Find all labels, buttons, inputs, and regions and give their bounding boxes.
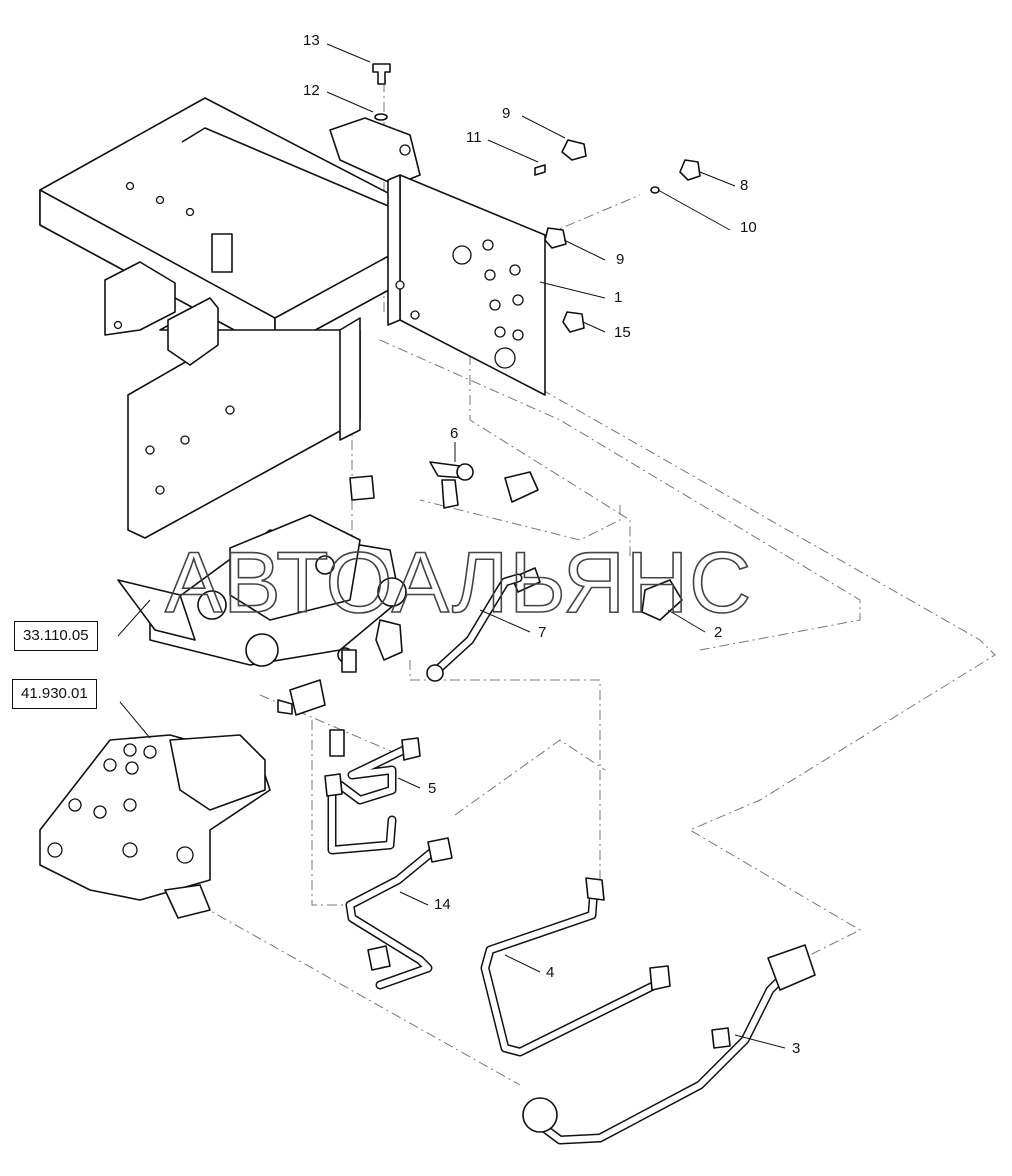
callout-11: 11 bbox=[466, 129, 482, 146]
callout-13: 13 bbox=[303, 32, 320, 49]
watermark-text: АВТОАЛЬЯНС bbox=[165, 535, 752, 631]
callout-10: 10 bbox=[740, 219, 757, 236]
callout-9-top: 9 bbox=[502, 105, 510, 122]
callout-3: 3 bbox=[792, 1040, 800, 1057]
callout-5: 5 bbox=[428, 780, 436, 797]
callout-2: 2 bbox=[714, 624, 722, 641]
callout-12: 12 bbox=[303, 82, 320, 99]
reference-box-41-930-01: 41.930.01 bbox=[12, 679, 97, 709]
valve-block bbox=[39, 734, 271, 919]
callout-15: 15 bbox=[614, 324, 631, 341]
callout-6: 6 bbox=[450, 425, 458, 442]
callout-7: 7 bbox=[538, 624, 546, 641]
callout-numbers: 13 12 11 9 8 10 9 1 15 6 7 2 5 14 4 3 bbox=[303, 32, 800, 1057]
callout-14: 14 bbox=[434, 896, 451, 913]
callout-4: 4 bbox=[546, 964, 554, 981]
reference-box-33-110-05: 33.110.05 bbox=[14, 621, 98, 651]
hardware-parts bbox=[372, 63, 701, 333]
control-valve bbox=[117, 514, 683, 757]
callout-1: 1 bbox=[614, 289, 622, 306]
callout-8: 8 bbox=[740, 177, 748, 194]
fittings-group bbox=[349, 461, 539, 509]
hydraulic-tubes bbox=[324, 573, 816, 1145]
callout-9-mid: 9 bbox=[616, 251, 624, 268]
callout-leaders bbox=[117, 43, 786, 1049]
frame-bracket bbox=[39, 97, 546, 539]
